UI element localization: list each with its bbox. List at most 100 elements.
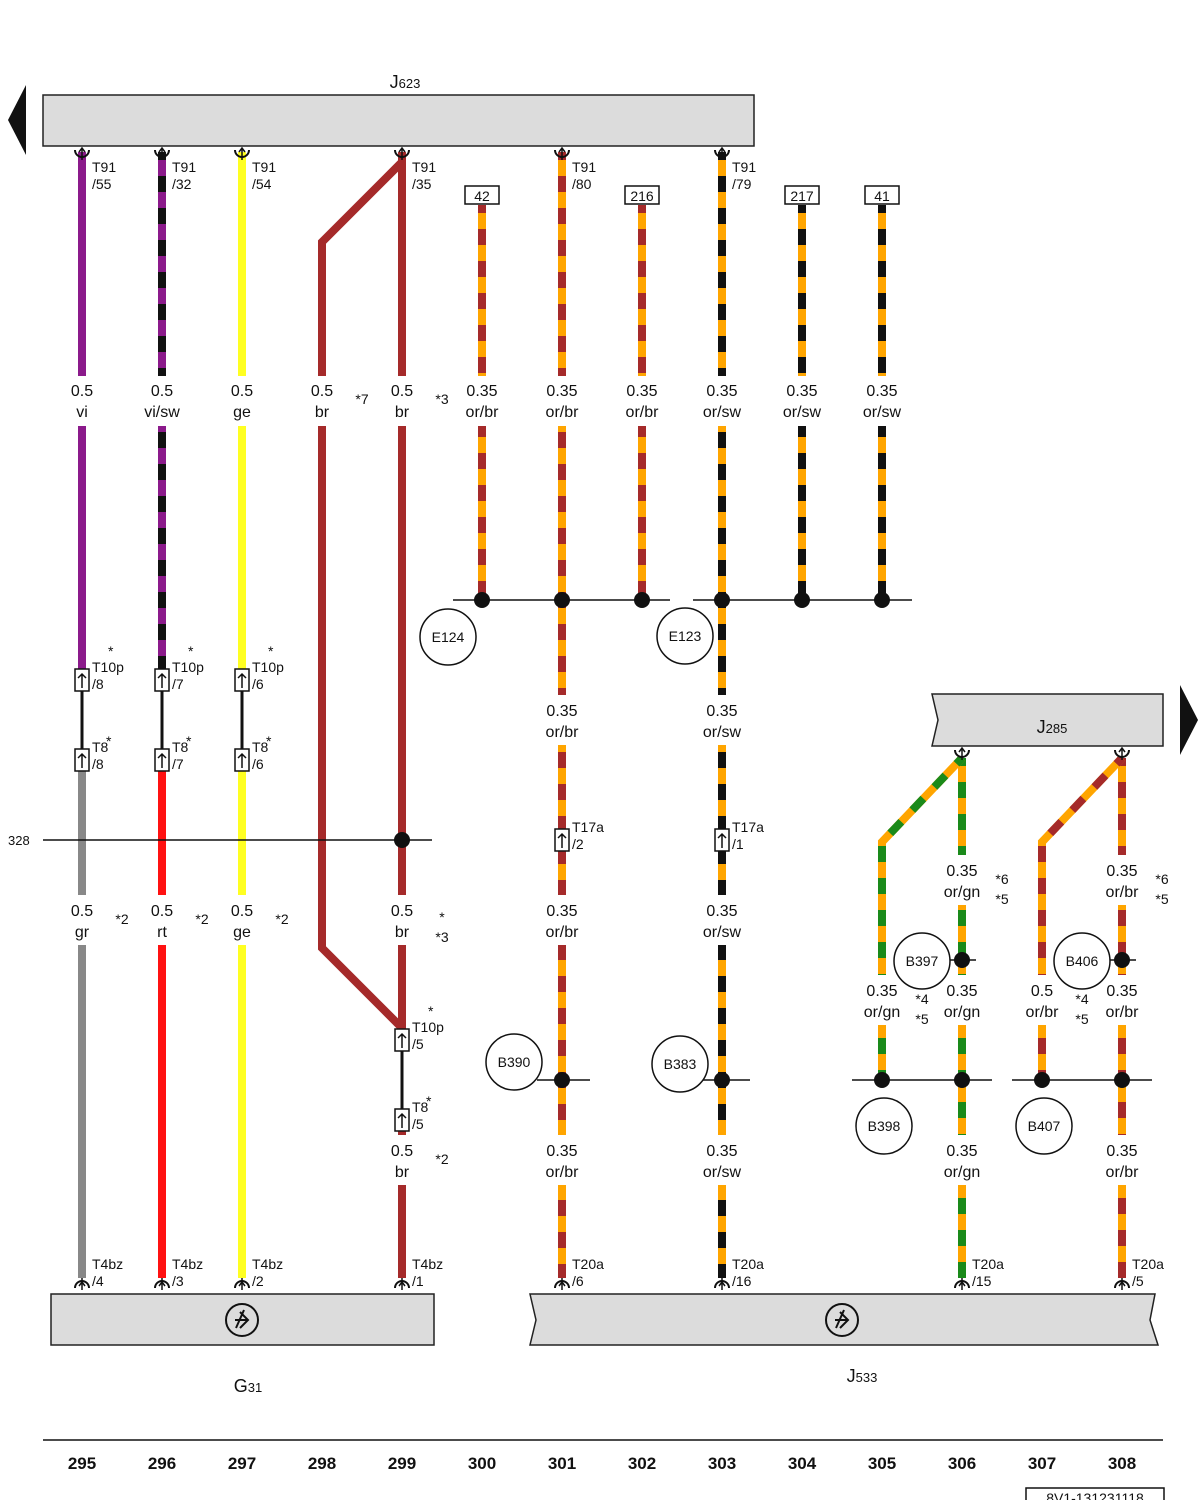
pin-number-label: /6 (252, 756, 264, 772)
label-gap (380, 895, 424, 945)
pin-arrow (958, 746, 966, 760)
wire-size-label: 0.35 (546, 703, 577, 720)
wire-size-label: 0.35 (626, 383, 657, 400)
wire-size-label: 0.35 (1106, 863, 1137, 880)
pin-footnote: * (186, 733, 192, 749)
wire-color-label: or/sw (703, 724, 742, 741)
pin-arrow (398, 146, 406, 160)
bus-line-number: 328 (8, 833, 30, 848)
wire-size-label: 0.35 (946, 863, 977, 880)
label-gap (140, 895, 184, 945)
wire-size-label: 0.35 (786, 383, 817, 400)
wire-color-label: or/br (546, 1164, 580, 1181)
pin-connector-label: T4bz (172, 1256, 203, 1272)
label-gap (940, 975, 984, 1025)
wire-size-label: 0.5 (231, 383, 253, 400)
label-gap (700, 1135, 744, 1185)
pin-connector-label: T91 (732, 159, 756, 175)
pin-arrow (158, 146, 166, 160)
wire-size-label: 0.5 (71, 903, 93, 920)
reference-box (864, 185, 900, 205)
pin-arrow (77, 752, 87, 768)
pin-number-label: /4 (92, 1273, 104, 1289)
component-letter: J (847, 1366, 856, 1386)
wire-footnote: *6 (1155, 871, 1168, 887)
j285-box (931, 693, 1164, 747)
label-gap (700, 376, 744, 426)
node-circle (1053, 932, 1111, 990)
label-gap (540, 1135, 584, 1185)
splice-dot (554, 592, 570, 608)
component-number: 533 (856, 1370, 878, 1385)
label-gap (60, 376, 104, 426)
wire-size-label: 0.5 (151, 383, 173, 400)
wire-color-label: or/gn (944, 884, 980, 901)
splice-dot (474, 592, 490, 608)
column-number: 304 (788, 1454, 817, 1473)
wire-color-label: or/br (1106, 1164, 1140, 1181)
wire-color-label: or/br (1026, 1004, 1060, 1021)
wire-color-label: or/br (626, 404, 660, 421)
pin-connector-label: T20a (1132, 1256, 1164, 1272)
node-circle (485, 1033, 543, 1091)
wire-color-label: or/sw (863, 404, 902, 421)
wire-size-label: 0.5 (391, 1143, 413, 1160)
column-number: 307 (1028, 1454, 1056, 1473)
pin-arrow (158, 1278, 166, 1290)
label-gap (140, 376, 184, 426)
label-gap (540, 376, 584, 426)
label-gap (220, 895, 264, 945)
pin-footnote: * (428, 1003, 434, 1019)
wire-color-label: or/sw (703, 1164, 742, 1181)
label-gap (620, 376, 664, 426)
component-label: J533 (847, 1366, 878, 1386)
ground-mark (835, 1309, 850, 1329)
pin-number-label: /8 (92, 676, 104, 692)
wire-307-branch-stripe (1038, 755, 1125, 1080)
pin-number-label: /6 (252, 676, 264, 692)
label-gap (940, 1135, 984, 1185)
node-circle (419, 608, 477, 666)
component-letter: J (1037, 717, 1046, 737)
pin-connector-label: T17a (572, 819, 604, 835)
node-label: B397 (906, 953, 939, 969)
wire-size-label: 0.35 (466, 383, 497, 400)
node-label: B407 (1028, 1118, 1061, 1134)
pin-connector-label: T4bz (412, 1256, 443, 1272)
pin-arrow (77, 672, 87, 688)
left-arrow-icon (8, 85, 26, 155)
wire-color-label: or/sw (703, 404, 742, 421)
wire-footnote: *5 (915, 1011, 928, 1027)
component-label: J285 (1037, 717, 1068, 737)
wire-size-label: 0.35 (706, 1143, 737, 1160)
label-gap (60, 895, 104, 945)
wire-layer (60, 152, 1144, 1278)
pin-number-label: /35 (412, 176, 432, 192)
wire-footnote: *5 (1075, 1011, 1088, 1027)
wire-color-label: or/gn (864, 1004, 900, 1021)
label-gap (380, 1135, 424, 1185)
pin-connector-label: T10p (412, 1019, 444, 1035)
pin-arrow (397, 1032, 407, 1048)
pin-connector-label: T10p (252, 659, 284, 675)
wire-footnote: *3 (435, 929, 448, 945)
pin-arrow (558, 1278, 566, 1290)
wire-color-label: or/br (546, 724, 580, 741)
node-circle (1015, 1097, 1073, 1155)
component-number: 31 (248, 1380, 262, 1395)
pin-connector-label: T91 (172, 159, 196, 175)
splice-dot (714, 592, 730, 608)
wire-color-label: vi (76, 404, 88, 421)
wire-size-label: 0.5 (311, 383, 333, 400)
splice-dot (1114, 1072, 1130, 1088)
node-label: E124 (432, 629, 465, 645)
pin-arrow (1118, 1278, 1126, 1290)
pin-number-label: /7 (172, 756, 184, 772)
pin-connector-label: T4bz (252, 1256, 283, 1272)
wire-298 (318, 159, 405, 1031)
pin-footnote: * (188, 643, 194, 659)
wire-size-label: 0.35 (706, 703, 737, 720)
wire-color-label: or/br (546, 404, 580, 421)
pin-footnote: * (426, 1093, 432, 1109)
wire-footnote: *2 (435, 1151, 448, 1167)
